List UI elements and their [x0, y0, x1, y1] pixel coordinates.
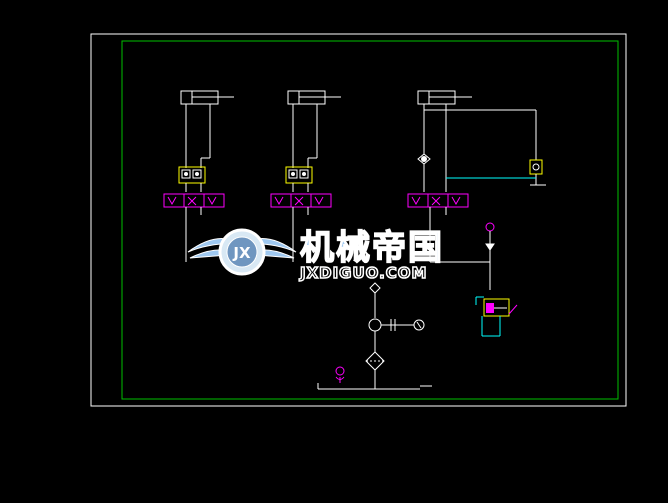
winged-gear-icon: JX: [187, 228, 297, 276]
directional-valve-2: [270, 193, 332, 262]
pressure-gauge: [335, 366, 345, 383]
watermark-brand: 机械帝国: [300, 228, 444, 268]
pilot-check-valve-1: [178, 166, 206, 192]
relief-valve: [475, 296, 518, 337]
watermark-logo: JX 机械帝国 JXDIGUO.COM: [187, 227, 444, 283]
cylinder-3: [417, 90, 537, 192]
outer-frame: [90, 33, 627, 407]
cylinder-2: [287, 90, 341, 168]
pilot-check-valve-2: [285, 166, 313, 192]
pump-group: [365, 282, 425, 389]
right-supply-line: [430, 222, 495, 290]
directional-valve-3: [407, 193, 469, 262]
logo-letters: JX: [232, 244, 251, 262]
check-valve-right: [529, 159, 546, 186]
directional-valve-1: [163, 193, 225, 262]
check-valve-left: [417, 153, 431, 192]
tank-line: [317, 383, 432, 390]
watermark-url: JXDIGUO.COM: [299, 264, 427, 282]
cylinder-1: [180, 90, 234, 168]
inner-border: [121, 40, 619, 400]
